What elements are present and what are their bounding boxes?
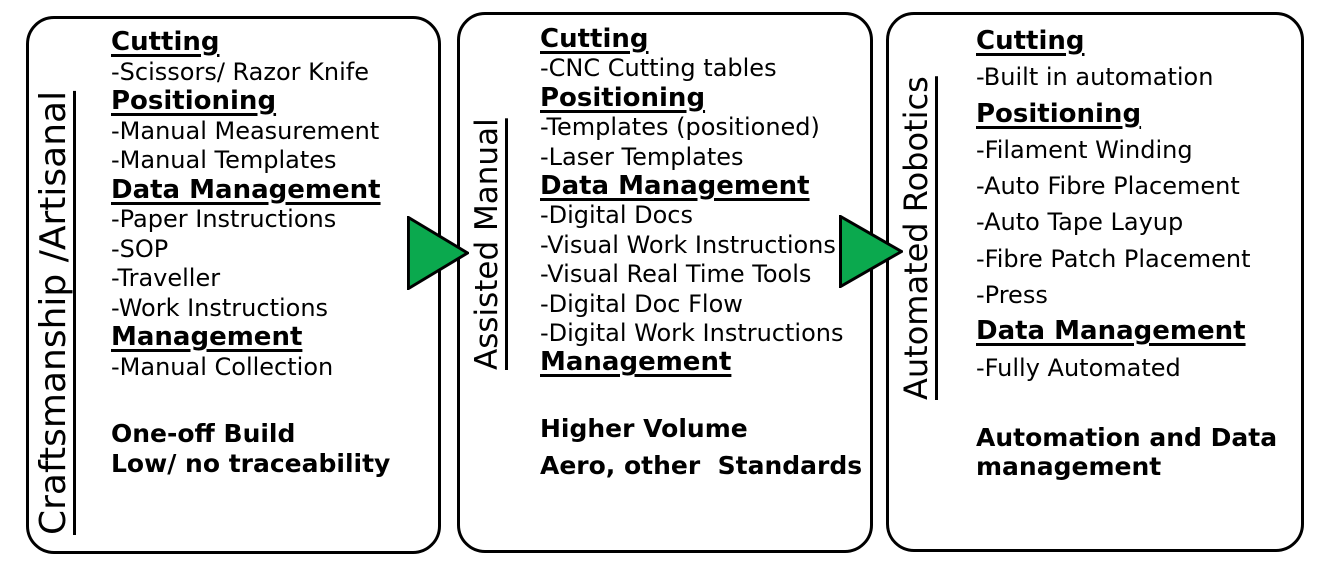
list-item: -Manual Measurement <box>111 116 380 145</box>
summary-line: Automation and Data management <box>976 422 1278 481</box>
list-item: -Fully Automated <box>976 353 1181 382</box>
summary-line: Aero, other Standards <box>540 450 863 480</box>
summary-line: Low/ no traceability <box>111 449 391 478</box>
list-item: -Paper Instructions <box>111 205 337 233</box>
list-item: -SOP <box>111 234 169 263</box>
list-item: -Visual Real Time Tools <box>540 260 812 289</box>
summary-line: Higher Volume <box>540 413 748 443</box>
summary-line: One-off Build <box>111 419 296 448</box>
section-heading: Positioning <box>111 86 277 116</box>
list-item: -Scissors/ Razor Knife <box>111 57 369 86</box>
list-item: -Fibre Patch Placement <box>976 244 1251 273</box>
list-item: -Digital Docs <box>540 201 693 230</box>
stage-vertical-label: Assisted Manual <box>469 118 505 370</box>
stage-panel-assisted-manual: Assisted Manual Cutting-CNC Cutting tabl… <box>457 12 873 553</box>
section-heading: Data Management <box>976 316 1246 347</box>
list-item: -Press <box>976 281 1048 310</box>
list-item: -Templates (positioned) <box>540 113 820 142</box>
list-item: -Built in automation <box>976 63 1214 92</box>
section-heading: Data Management <box>540 171 810 202</box>
section-heading: Management <box>111 322 303 352</box>
section-heading: Positioning <box>976 98 1142 129</box>
stage-panel-craftsmanship: Craftsmanship /Artisanal Cutting-Scissor… <box>26 16 441 554</box>
list-item: -Auto Fibre Placement <box>976 172 1240 201</box>
list-item: -Traveller <box>111 264 221 292</box>
section-heading: Data Management <box>111 174 381 205</box>
list-item: -Digital Doc Flow <box>540 289 743 318</box>
section-heading: Cutting <box>540 24 649 54</box>
stage-summary: Automation and Data management <box>976 423 1298 481</box>
list-item: -Manual Collection <box>111 352 334 381</box>
list-item: -Filament Winding <box>976 135 1193 164</box>
list-item: -CNC Cutting tables <box>540 54 777 83</box>
list-item: -Work Instructions <box>111 293 329 322</box>
list-item: -Laser Templates <box>540 142 744 171</box>
list-item: -Visual Work Instructions <box>540 230 836 259</box>
list-item: -Auto Tape Layup <box>976 208 1184 237</box>
arrow-right-icon <box>839 215 903 288</box>
stage-vertical-label: Automated Robotics <box>897 76 935 400</box>
arrow-right-icon <box>407 216 469 290</box>
list-item: -Manual Templates <box>111 146 337 174</box>
list-item: -Digital Work Instructions <box>540 319 844 348</box>
stage-panel-automated-robotics: Automated Robotics Cutting -Built in auto… <box>886 12 1304 552</box>
stage-vertical-label: Craftsmanship /Artisanal <box>33 90 74 535</box>
section-heading: Cutting <box>111 27 220 57</box>
section-heading: Positioning <box>540 82 706 113</box>
section-heading: Cutting <box>976 26 1085 56</box>
section-heading: Management <box>540 347 732 378</box>
